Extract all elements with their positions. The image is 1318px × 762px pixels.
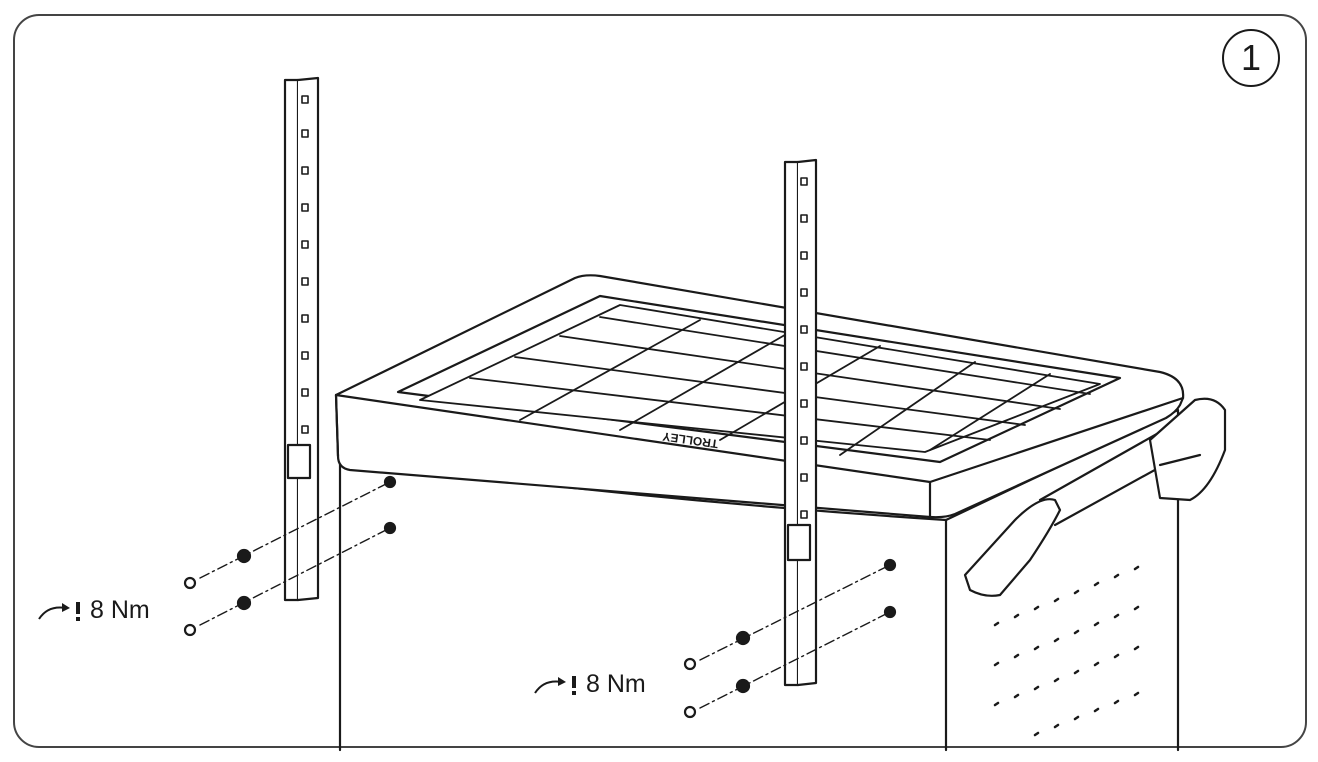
- step-number: 1: [1240, 37, 1262, 78]
- cart-handle: [963, 397, 1227, 597]
- torque-label-left: 8 Nm: [36, 596, 150, 625]
- left-rail: [283, 76, 320, 602]
- right-rail-slots: [800, 177, 808, 519]
- cart-top-tray: [334, 274, 1185, 519]
- right-rail: [783, 158, 818, 687]
- side-perforation: [993, 565, 1140, 737]
- torque-wrench-icon: [38, 601, 80, 621]
- right-fasteners: [683, 558, 897, 719]
- diagram-frame: [13, 14, 1307, 748]
- step-number-circle: 1: [1222, 29, 1280, 87]
- left-rail-slots: [301, 95, 309, 434]
- torque-value: 8 Nm: [586, 670, 646, 698]
- torque-value: 8 Nm: [90, 596, 150, 624]
- left-fasteners: [183, 475, 397, 637]
- torque-wrench-icon: [534, 675, 576, 695]
- tray-grid: [469, 316, 1091, 456]
- torque-label-right: 8 Nm: [532, 670, 646, 699]
